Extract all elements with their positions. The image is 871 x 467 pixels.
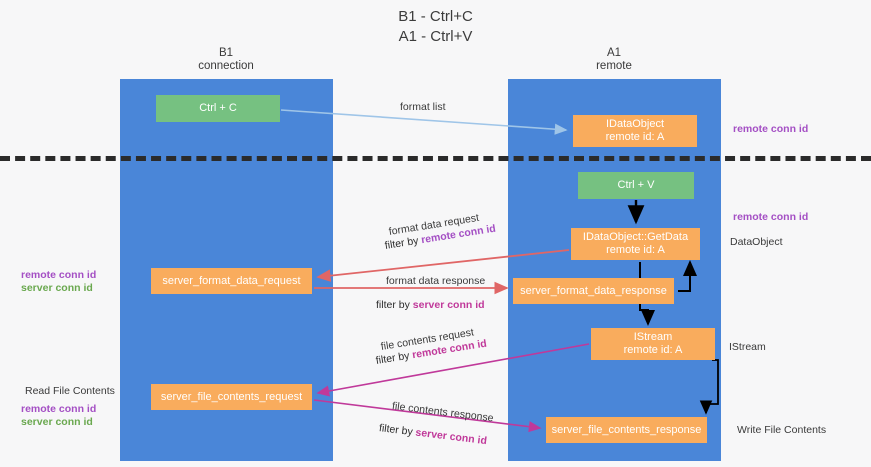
box-sfdreq-label: server_format_data_request xyxy=(162,274,301,287)
filter-prefix: filter by xyxy=(378,422,417,439)
column-header-b1-role: connection xyxy=(198,60,254,72)
annotation-left-server-conn-id-2: server conn id xyxy=(21,416,93,428)
box-server-format-data-response[interactable]: server_format_data_response xyxy=(513,278,674,304)
column-header-a1: A1 remote xyxy=(524,47,704,73)
column-header-b1-name: B1 xyxy=(218,47,234,59)
box-istream-line1: IStream xyxy=(633,331,673,343)
filter-key-server-conn-id: server conn id xyxy=(414,426,488,448)
annotation-left-remote-conn-id-2: remote conn id xyxy=(21,403,97,415)
annotation-remote-conn-id-top: remote conn id xyxy=(733,123,809,135)
box-idataobject-line2: remote id: A xyxy=(605,131,665,143)
edge-label-file-contents-response-filter: filter by server conn id xyxy=(378,422,487,448)
box-getdata-line2: remote id: A xyxy=(606,244,665,256)
box-server-file-contents-response[interactable]: server_file_contents_response xyxy=(546,417,707,443)
edge-label-format-data-response-filter: filter by server conn id xyxy=(376,299,485,312)
edge-label-file-contents-response: file contents response xyxy=(391,400,495,425)
box-ctrl-c-label: Ctrl + C xyxy=(199,102,237,114)
annotation-read-file-contents: Read File Contents xyxy=(25,385,115,397)
annotation-left-server-conn-id-1: server conn id xyxy=(21,282,93,294)
page-title: B1 - Ctrl+C A1 - Ctrl+V xyxy=(0,7,871,47)
filter-key-server-conn-id: server conn id xyxy=(412,299,485,311)
edge-label-format-list: format list xyxy=(400,101,446,113)
box-ctrl-v-label: Ctrl + V xyxy=(617,179,655,191)
box-server-format-data-request[interactable]: server_format_data_request xyxy=(151,268,312,294)
box-ctrl-c[interactable]: Ctrl + C xyxy=(156,95,280,122)
box-getdata-line1: IDataObject::GetData xyxy=(582,231,689,243)
box-sfdres-label: server_format_data_response xyxy=(520,284,667,297)
title-line-1: B1 - Ctrl+C xyxy=(398,8,473,25)
filter-prefix: filter by xyxy=(374,349,414,367)
filter-prefix: filter by xyxy=(376,299,413,311)
annotation-dataobject: DataObject xyxy=(730,236,783,248)
box-idataobject[interactable]: IDataObject remote id: A xyxy=(573,115,697,147)
box-server-file-contents-request[interactable]: server_file_contents_request xyxy=(151,384,312,410)
title-line-2: A1 - Ctrl+V xyxy=(398,28,473,45)
box-idataobject-line1: IDataObject xyxy=(605,118,665,130)
annotation-left-remote-conn-id-1: remote conn id xyxy=(21,269,97,281)
box-sfcreq-label: server_file_contents_request xyxy=(160,390,303,403)
divider-dashed xyxy=(0,156,871,161)
box-sfcres-label: server_file_contents_response xyxy=(551,423,702,436)
annotation-istream: IStream xyxy=(729,341,766,353)
column-header-a1-name: A1 xyxy=(606,47,622,59)
box-ctrl-v[interactable]: Ctrl + V xyxy=(578,172,694,199)
column-header-b1: B1 connection xyxy=(136,47,316,73)
box-istream[interactable]: IStream remote id: A xyxy=(591,328,715,360)
box-istream-line2: remote id: A xyxy=(623,344,683,356)
column-header-a1-role: remote xyxy=(596,60,632,72)
box-idataobject-getdata[interactable]: IDataObject::GetData remote id: A xyxy=(571,228,700,260)
edge-label-format-data-response: format data response xyxy=(386,275,486,287)
annotation-remote-conn-id-mid: remote conn id xyxy=(733,211,809,223)
annotation-write-file-contents: Write File Contents xyxy=(737,424,827,436)
